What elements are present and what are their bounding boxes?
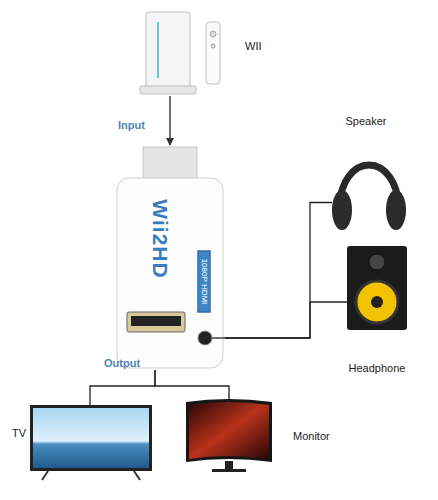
device-label: TV <box>12 427 26 440</box>
audio-jack <box>198 331 212 345</box>
wii-remote <box>206 22 220 84</box>
console-body <box>146 12 190 88</box>
woofer-cap <box>371 296 383 308</box>
adapter-drawing <box>117 147 225 368</box>
remote-button <box>210 31 216 37</box>
hdmi-port <box>127 312 185 332</box>
tweeter <box>369 254 385 270</box>
device-label: Headphone <box>349 362 406 375</box>
connector-line <box>169 96 170 145</box>
adapter-node: Wii2HD 1080P HDMI <box>115 145 225 370</box>
edge-label: Input <box>118 119 145 132</box>
monitor-drawing <box>186 399 272 472</box>
wii-plug <box>143 147 197 182</box>
brand-text: Wii2HD <box>148 199 172 279</box>
ear-cup <box>332 190 352 230</box>
speaker-node: Headphone <box>345 245 409 333</box>
woofer <box>356 281 398 323</box>
monitor-screen <box>189 402 269 459</box>
adapter-body <box>117 178 223 368</box>
monitor-base <box>212 469 246 472</box>
monitor-node: Monitor <box>183 398 275 474</box>
connector-line <box>155 370 229 402</box>
headphones-drawing <box>332 165 406 230</box>
monitor-frame <box>186 399 272 462</box>
remote-button <box>211 44 215 48</box>
console-slot-light <box>157 22 159 78</box>
headphones-node: Speaker <box>330 145 402 240</box>
connector-line <box>90 370 155 405</box>
port-label: Output <box>104 357 140 370</box>
device-label: WII <box>245 40 262 53</box>
console-node: WII <box>140 10 222 96</box>
device-label: Monitor <box>293 430 330 443</box>
tv-frame <box>30 405 152 471</box>
device-label: Speaker <box>346 115 387 128</box>
tv-leg <box>134 471 140 480</box>
monitor-neck <box>225 461 233 469</box>
tv-screen <box>33 408 149 468</box>
connector-line <box>225 203 332 339</box>
jack-wire-stub <box>212 337 225 338</box>
wii-console-drawing <box>140 12 220 94</box>
tv-drawing <box>30 405 152 480</box>
tv-node: TV <box>28 403 154 483</box>
hdmi-port-inner <box>131 316 181 326</box>
speaker-drawing <box>347 246 407 330</box>
console-stand <box>140 86 196 94</box>
connector-line <box>225 302 347 338</box>
tv-leg <box>42 471 48 480</box>
resolution-badge: 1080P HDMI <box>198 251 211 313</box>
speaker-cabinet <box>347 246 407 330</box>
ear-cup <box>386 190 406 230</box>
